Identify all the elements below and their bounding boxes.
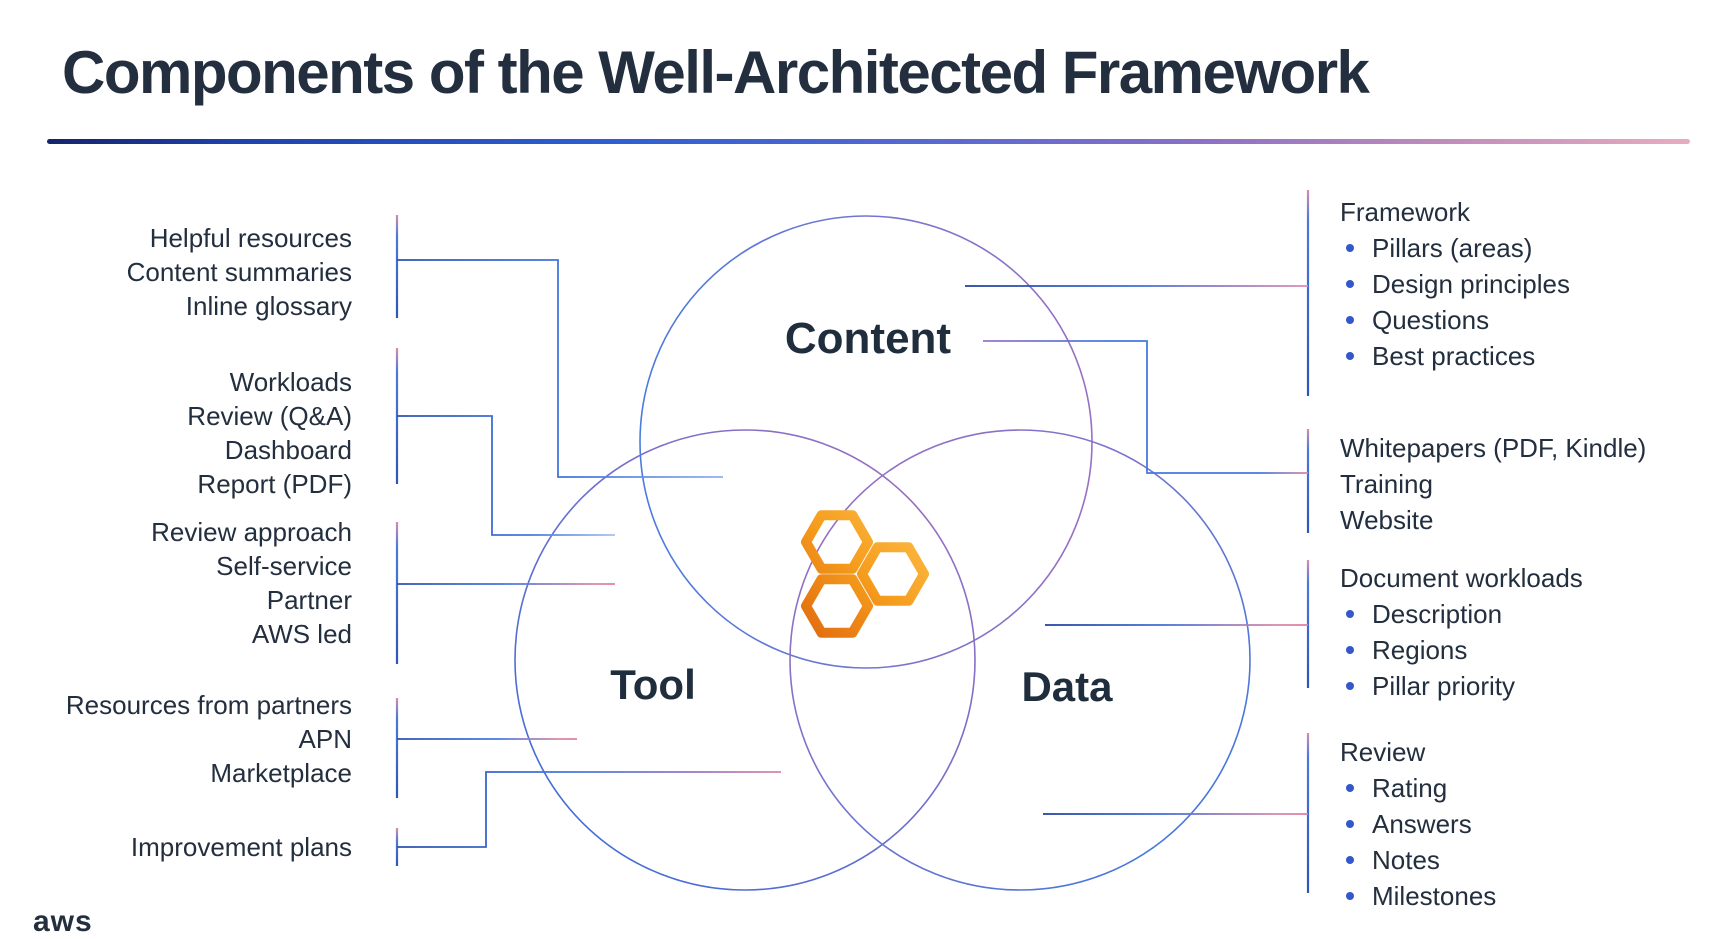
hexagon-bottom [801,574,873,638]
bullet-label: Regions [1372,635,1468,665]
bullet-label: Description [1372,599,1503,629]
left-label: Report (PDF) [197,469,352,499]
bullet-dot [1346,820,1354,828]
right-bullet-row: Design principles [1340,268,1720,300]
right-bullet-row: Notes [1340,844,1720,876]
bullet-dot [1346,784,1354,792]
page-title: Components of the Well-Architected Frame… [62,39,1370,106]
bullet-dot [1346,856,1354,864]
bullet-dot [1346,244,1354,252]
right-label: Website [1340,505,1434,535]
data-circle-label: Data [1021,663,1113,710]
right-group-header: Framework [1340,197,1471,227]
connector-left-5 [397,771,781,848]
right-bullet-row: Answers [1340,808,1720,840]
left-label: Marketplace [210,758,352,788]
bullet-dot [1346,892,1354,900]
slide: { "title": "Components of the Well-Archi… [33,39,1720,938]
left-label: Content summaries [126,257,352,287]
tool-circle [514,429,976,891]
bullet-dot [1346,316,1354,324]
right-bullet-row: Rating [1340,772,1720,804]
bullet-label: Best practices [1372,341,1536,371]
hexagon-top [801,510,873,574]
connector-left-2 [397,415,615,536]
left-label: APN [298,724,352,754]
aws-logo: aws [33,905,93,938]
bullet-dot [1346,352,1354,360]
bullet-dot [1346,280,1354,288]
bullet-label: Questions [1372,305,1490,335]
right-group-header: Whitepapers (PDF, Kindle) [1340,433,1647,463]
bullet-dot [1346,646,1354,654]
tool-circle-label: Tool [610,661,696,708]
right-bullet-row: Pillars (areas) [1340,232,1720,264]
title-divider [47,139,1690,144]
left-label: Inline glossary [185,291,352,321]
right-bullet-row: Description [1340,598,1720,630]
bullet-label: Pillars (areas) [1372,233,1533,263]
bullet-dot [1346,682,1354,690]
bullet-label: Answers [1372,809,1472,839]
left-label: Review (Q&A) [187,401,352,431]
left-label: Resources from partners [65,690,352,720]
right-bullet-row: Questions [1340,304,1720,336]
right-group-header: Review [1340,737,1426,767]
left-label: Dashboard [224,435,352,465]
right-label: Training [1340,469,1433,499]
hexagon-right [857,542,929,606]
right-group-header: Document workloads [1340,563,1583,593]
well-architected-hexagons-icon [801,510,929,638]
data-circle [789,429,1251,891]
bullet-label: Rating [1372,773,1448,803]
connector-right-2 [983,340,1308,474]
left-label: Improvement plans [130,832,352,862]
left-label: Helpful resources [149,223,352,253]
bullet-label: Pillar priority [1372,671,1516,701]
bullet-label: Milestones [1372,881,1497,911]
left-label: Workloads [229,367,352,397]
left-label: Self-service [216,551,352,581]
venn-diagram [395,190,1310,893]
left-label: Review approach [151,517,352,547]
right-bullet-row: Best practices [1340,340,1720,372]
bullet-label: Design principles [1372,269,1570,299]
right-bullet-row: Pillar priority [1340,670,1720,702]
bullet-label: Notes [1372,845,1440,875]
right-bullet-row: Milestones [1340,880,1720,912]
left-label: Partner [266,585,352,615]
bullet-dot [1346,610,1354,618]
connector-left-1 [397,259,723,478]
content-circle-label: Content [784,314,952,363]
right-bullet-row: Regions [1340,634,1720,666]
left-label: AWS led [251,619,352,649]
